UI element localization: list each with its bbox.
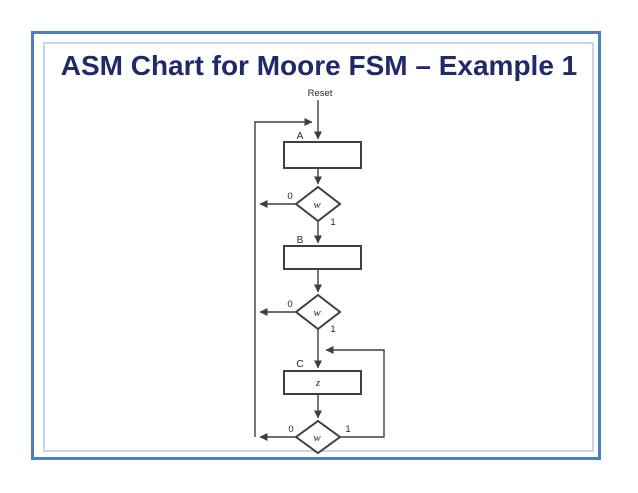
decision-3-diamond	[294, 419, 342, 455]
decision-1-false-label: 0	[287, 191, 292, 202]
state-b: B	[283, 235, 362, 270]
state-b-label: B	[297, 235, 304, 246]
state-a-label: A	[297, 131, 304, 142]
state-c-box	[283, 370, 362, 395]
decision-3: w 0 1	[288, 419, 351, 455]
state-c-label: C	[296, 359, 303, 370]
state-c-output: z	[315, 377, 321, 389]
state-a-box	[283, 141, 362, 169]
decision-3-false-label: 0	[288, 424, 293, 435]
reset-label: Reset	[308, 88, 333, 99]
slide-title: ASM Chart for Moore FSM – Example 1	[60, 50, 578, 81]
slide-outer-border	[31, 31, 601, 460]
decision-2-diamond	[294, 293, 342, 331]
connector-lines	[254, 100, 385, 441]
decision-2-true-label: 1	[330, 324, 335, 335]
loop-back-to-a-wire	[254, 118, 313, 437]
decision-3-condition: w	[313, 432, 321, 444]
state-a: A	[283, 131, 362, 169]
decision-1-condition: w	[313, 199, 321, 211]
decision-1-diamond	[294, 185, 342, 223]
state-b-box	[283, 245, 362, 270]
decision-2-condition: w	[313, 307, 321, 319]
decision-1: w 0 1	[287, 185, 342, 228]
decision-3-true-label: 1	[345, 424, 350, 435]
state-c: C z	[283, 359, 362, 395]
decision3-true-loop-wire	[325, 346, 385, 438]
decision-2: w 0 1	[287, 293, 342, 335]
decision-1-true-label: 1	[330, 217, 335, 228]
decision-2-false-label: 0	[287, 299, 292, 310]
